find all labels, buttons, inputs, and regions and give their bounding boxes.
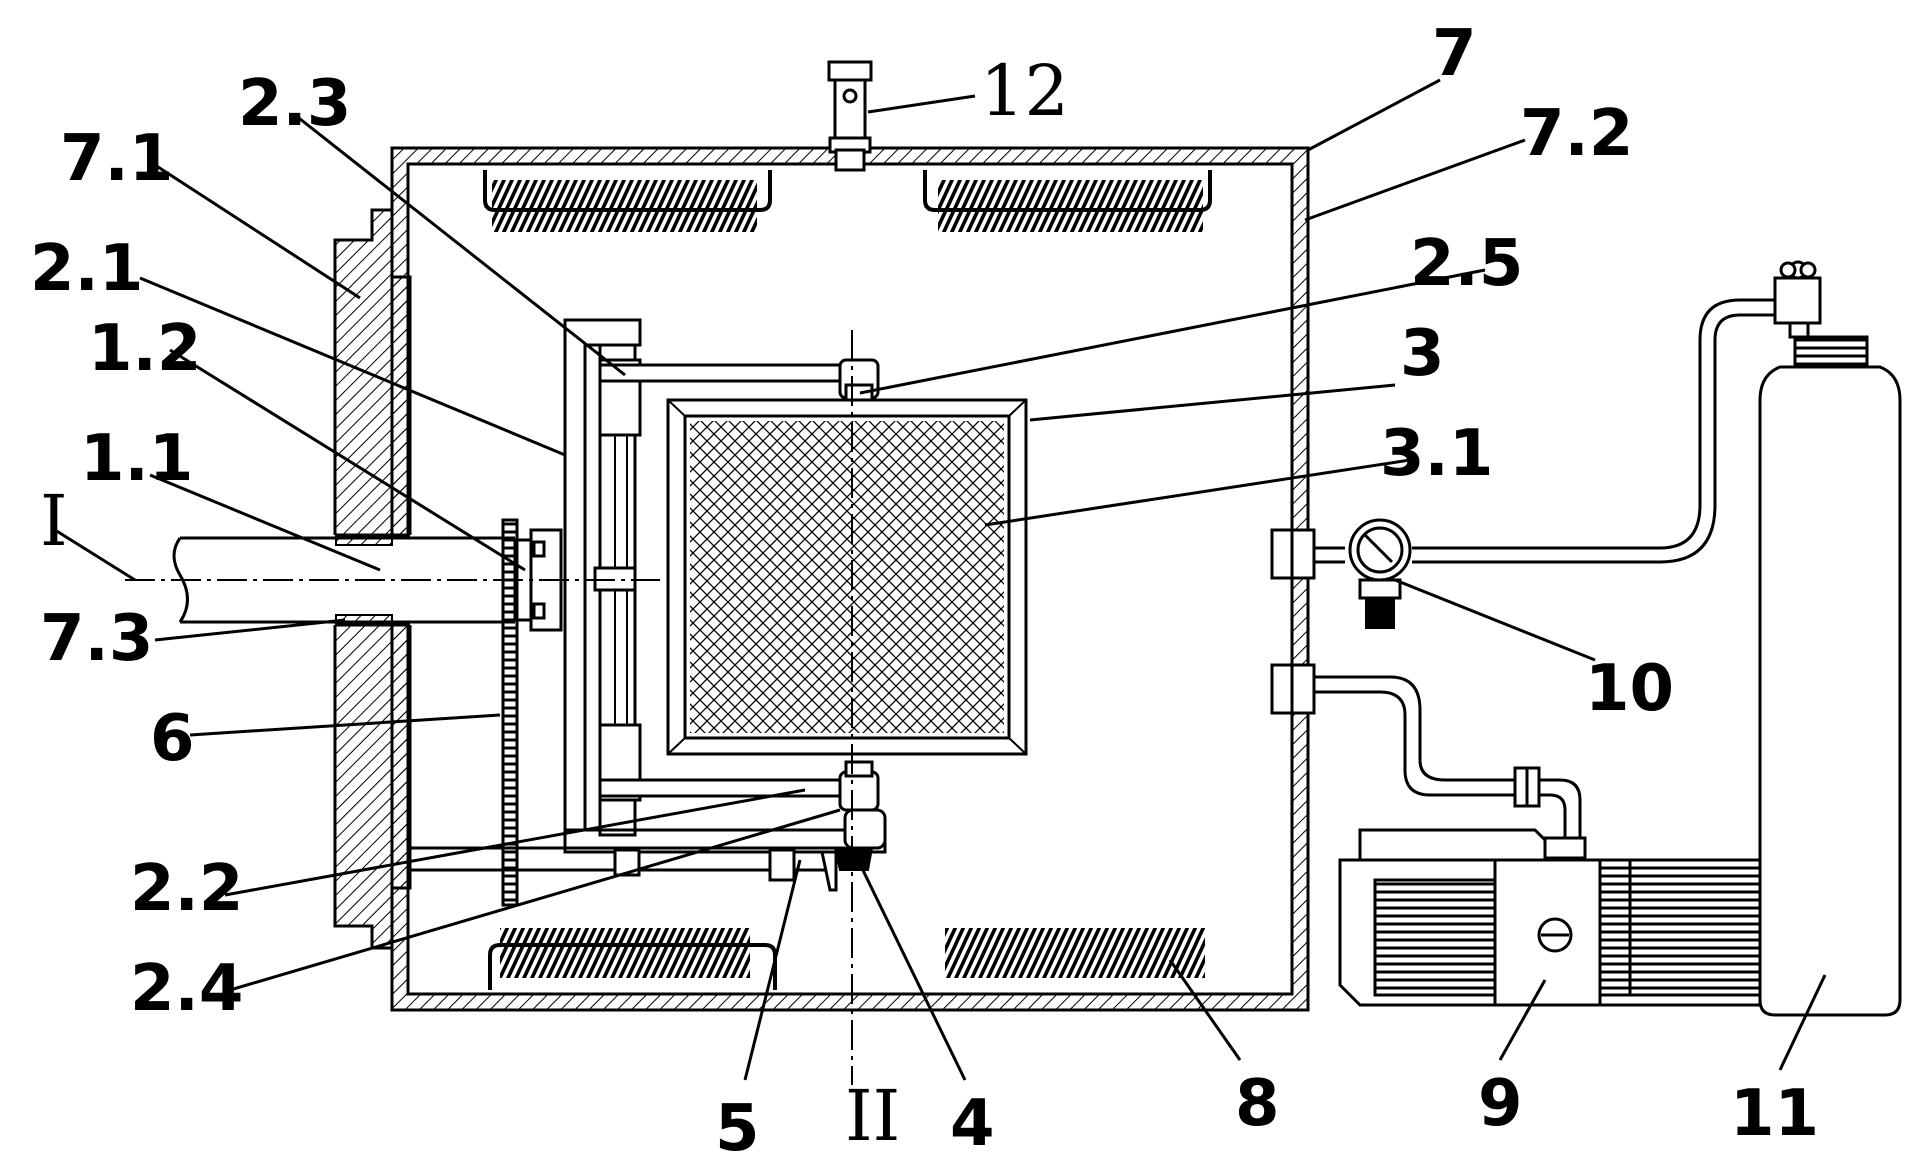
label-4: 4 (950, 1087, 995, 1160)
bevel-gear (820, 847, 874, 892)
label-2-3: 2.3 (238, 67, 351, 141)
label-2-5: 2.5 (1410, 227, 1523, 301)
label-6: 6 (150, 702, 195, 776)
top-valve (827, 60, 873, 172)
vacuum-pump (1338, 828, 1762, 1007)
label-7-3: 7.3 (40, 602, 153, 676)
sample-holder (666, 398, 1028, 756)
label-11: 11 (1730, 1077, 1819, 1151)
label-2-1: 2.1 (30, 232, 143, 306)
wall-ports (1270, 528, 1316, 715)
label-1-2: 1.2 (88, 312, 201, 386)
label-1-1: 1.1 (80, 422, 193, 496)
gas-cylinder (1758, 260, 1902, 1017)
part-labels: 7.1 2.3 2.1 1.2 1.1 I 7.3 6 2.2 2.4 5 II… (30, 17, 1819, 1160)
label-7-1: 7.1 (60, 122, 173, 196)
heater-top-left (483, 170, 772, 232)
label-5: 5 (715, 1092, 760, 1160)
label-12: 12 (980, 50, 1069, 132)
heating-coils (483, 170, 1212, 990)
label-2-2: 2.2 (130, 852, 243, 926)
heater-bottom-right (945, 928, 1205, 978)
leader-lines (54, 78, 1827, 1081)
label-9: 9 (1478, 1067, 1523, 1141)
label-3: 3 (1400, 317, 1445, 391)
label-7-2: 7.2 (1520, 97, 1633, 171)
heater-top-right (923, 170, 1212, 232)
label-2-4: 2.4 (130, 952, 243, 1026)
label-3-1: 3.1 (1380, 417, 1493, 491)
gas-regulator (1314, 298, 1790, 629)
vacuum-line (1314, 675, 1582, 838)
label-axis-I: I (40, 480, 68, 562)
label-axis-II: II (845, 1075, 900, 1157)
label-10: 10 (1585, 652, 1674, 726)
observation-disc (501, 518, 519, 907)
heater-bottom-left (488, 928, 777, 990)
label-7: 7 (1432, 17, 1477, 91)
label-8: 8 (1235, 1067, 1280, 1141)
